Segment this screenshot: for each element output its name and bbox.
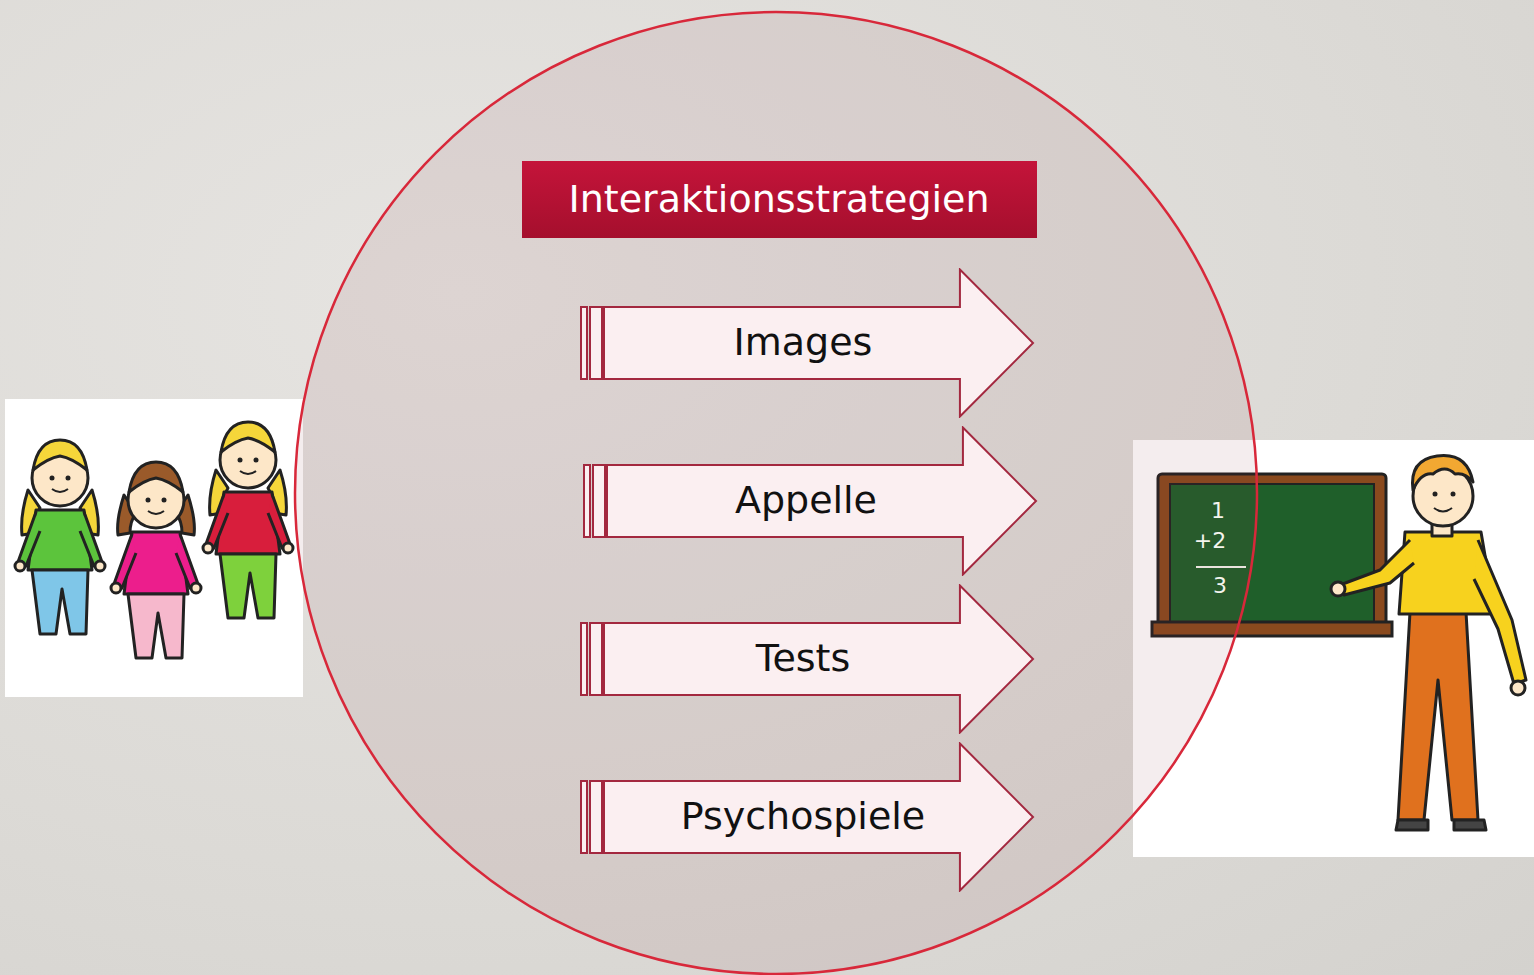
arrow-outline <box>607 428 1036 575</box>
arrow-stripe <box>590 307 602 379</box>
arrow-outline <box>604 270 1033 417</box>
region-circle <box>295 12 1257 974</box>
header-box: Interaktionsstrategien <box>522 161 1037 238</box>
arrow-label-area: Images <box>606 307 1000 379</box>
arrow-label-area: Psychospiele <box>606 781 1000 853</box>
arrow-outline <box>604 586 1033 733</box>
arrow-stripe <box>590 781 602 853</box>
arrow-stripe <box>593 465 605 537</box>
chalk-text: 1 <box>1211 500 1225 522</box>
arrow-text: Appelle <box>735 480 877 522</box>
arrow-label-area: Tests <box>606 623 1000 695</box>
arrow-text: Tests <box>756 638 851 680</box>
arrow-text: Psychospiele <box>681 796 926 838</box>
arrow-stripe <box>581 307 587 379</box>
chalk-text: +2 <box>1194 530 1226 552</box>
arrow-box: Appelle <box>583 426 1038 576</box>
arrow-box: Tests <box>580 584 1035 734</box>
children-picture <box>5 399 303 697</box>
arrow-stripe <box>581 781 587 853</box>
arrow-stripe <box>590 623 602 695</box>
arrow-box: Images <box>580 268 1035 418</box>
arrow-text: Images <box>734 322 873 364</box>
arrow-stripe <box>581 623 587 695</box>
arrow-box: Psychospiele <box>580 742 1035 892</box>
arrow-label-area: Appelle <box>609 465 1003 537</box>
chalk-text: 3 <box>1213 575 1227 597</box>
header-text: Interaktionsstrategien <box>568 179 989 221</box>
arrow-stripe <box>584 465 590 537</box>
arrow-outline <box>604 744 1033 891</box>
